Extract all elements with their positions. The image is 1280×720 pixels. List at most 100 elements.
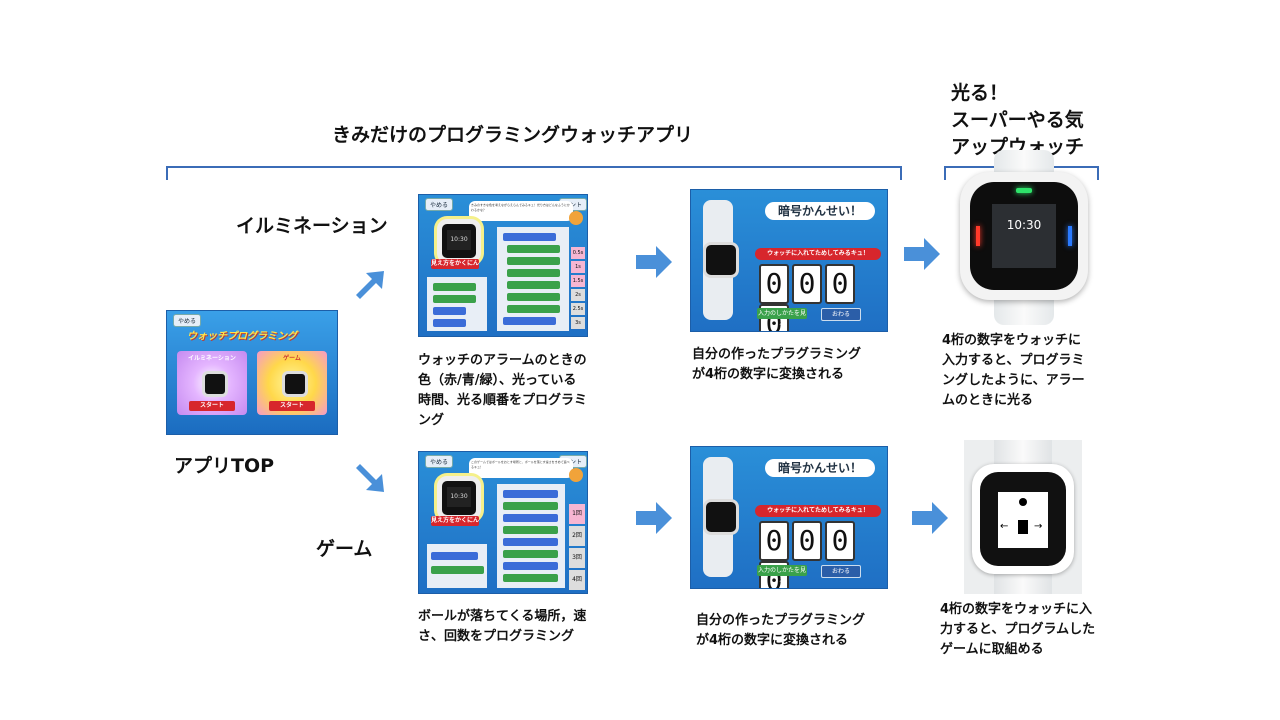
block-palette xyxy=(427,544,487,588)
caption-line: ウォッチのアラームのときの xyxy=(418,353,587,368)
code-how-button[interactable]: 入力のしかたを見る xyxy=(757,308,807,328)
label-illumination: イルミネーション xyxy=(236,215,388,237)
caption-line: 入力すると、プログラミ xyxy=(942,353,1085,368)
caption-line: ムのときに光る xyxy=(942,393,1034,408)
caption-line: 色（赤/青/緑）、光っている xyxy=(418,373,577,388)
code-quit-button[interactable]: おわる xyxy=(821,565,861,578)
count-option[interactable]: 1回 xyxy=(569,504,585,524)
top-illum-start-button[interactable]: スタート xyxy=(189,401,235,411)
caption-line: 力すると、プログラムした xyxy=(940,622,1096,637)
watch-case: ← → xyxy=(972,464,1074,574)
app-top-screenshot: やめる ウォッチプログラミング イルミネーション スタート ゲーム スタート xyxy=(166,310,338,435)
game-speech-bubble: このゲームではボールをおとす場所と、ボールを落とす速さをきめて遊べるキュ！ xyxy=(469,458,573,478)
label-app-top: アプリTOP xyxy=(174,455,275,477)
block-palette xyxy=(427,277,487,331)
game-editor-quit[interactable]: やめる xyxy=(425,455,454,468)
main-title: きみだけのプログラミングウォッチアプリ xyxy=(332,124,694,146)
program-block[interactable] xyxy=(507,245,560,253)
game-editor-watch: 10:30 xyxy=(437,476,481,520)
count-option[interactable]: 2回 xyxy=(569,526,585,546)
watch-brace-right xyxy=(1097,166,1099,180)
watch-time: 10:30 xyxy=(992,204,1056,268)
top-quit-button[interactable]: やめる xyxy=(173,314,202,327)
code-digit: 0 xyxy=(759,264,789,304)
palette-block[interactable] xyxy=(431,552,478,560)
program-block[interactable] xyxy=(503,317,556,325)
top-game-card[interactable]: ゲーム スタート xyxy=(257,351,327,415)
caption-illum-program: ウォッチのアラームのときの 色（赤/青/緑）、光っている 時間、光る順番をプログ… xyxy=(418,351,587,431)
watch-title: 光る！ スーパーやる気 アップウォッチ xyxy=(951,80,1084,161)
top-game-start-button[interactable]: スタート xyxy=(269,401,315,411)
mascot-icon xyxy=(569,468,583,482)
code-header: 暗号かんせい！ xyxy=(765,202,875,220)
illum-view-button[interactable]: 見え方をかくにん xyxy=(431,259,480,269)
program-block[interactable] xyxy=(503,233,556,241)
program-block[interactable] xyxy=(503,490,558,498)
palette-block[interactable] xyxy=(431,566,484,574)
caption-game-result: 4桁の数字をウォッチに入 力すると、プログラムした ゲームに取組める xyxy=(940,600,1095,660)
program-block[interactable] xyxy=(503,526,558,534)
app-brace-left xyxy=(166,166,168,180)
arrow-right xyxy=(904,238,940,270)
program-block[interactable] xyxy=(507,281,560,289)
time-option[interactable]: 3s xyxy=(571,317,585,329)
caption-game-convert: 自分の作ったプラグラミング が4桁の数字に変換される xyxy=(696,611,865,651)
program-block[interactable] xyxy=(503,550,558,558)
time-option[interactable]: 0.5s xyxy=(571,247,585,259)
program-block[interactable] xyxy=(503,574,558,582)
palette-block[interactable] xyxy=(433,295,476,303)
game-editor-screenshot: やめる ヒント このゲームではボールをおとす場所と、ボールを落とす速さをきめて遊… xyxy=(418,451,588,594)
watch-title-line2: スーパーやる気 xyxy=(951,109,1084,131)
top-illum-label: イルミネーション xyxy=(188,355,236,362)
palette-block[interactable] xyxy=(433,319,466,327)
program-area xyxy=(497,484,565,588)
time-option[interactable]: 2s xyxy=(571,289,585,301)
time-option[interactable]: 1s xyxy=(571,261,585,273)
caption-illum-convert: 自分の作ったプラグラミング が4桁の数字に変換される xyxy=(692,345,861,385)
time-column: 0.5s 1s 1.5s 2s 2.5s 3s xyxy=(571,247,585,329)
red-light-icon xyxy=(976,226,980,246)
program-block[interactable] xyxy=(503,502,558,510)
time-option[interactable]: 1.5s xyxy=(571,275,585,287)
code-how-button[interactable]: 入力のしかたを見る xyxy=(757,565,807,585)
game-editor-watch-time: 10:30 xyxy=(447,487,471,507)
program-block[interactable] xyxy=(503,562,558,570)
program-block[interactable] xyxy=(507,293,560,301)
blue-light-icon xyxy=(1068,226,1072,246)
time-option[interactable]: 2.5s xyxy=(571,303,585,315)
palette-block[interactable] xyxy=(433,283,476,291)
program-block[interactable] xyxy=(503,538,558,546)
count-option[interactable]: 4回 xyxy=(569,570,585,590)
arrow-right xyxy=(636,502,672,534)
program-block[interactable] xyxy=(507,305,560,313)
code-digit: 0 xyxy=(825,264,855,304)
code-quit-button[interactable]: おわる xyxy=(821,308,861,321)
palette-block[interactable] xyxy=(433,307,466,315)
app-brace-right xyxy=(900,166,902,180)
top-illum-watch xyxy=(202,371,228,397)
code-sub: ウォッチに入れてためしてみるキュ！ xyxy=(755,505,881,517)
caption-line: 時間、光る順番をプログラミ xyxy=(418,393,588,408)
top-illum-card[interactable]: イルミネーション スタート xyxy=(177,351,247,415)
code-header: 暗号かんせい！ xyxy=(765,459,875,477)
watch-case: 10:30 xyxy=(960,172,1088,300)
program-block[interactable] xyxy=(507,269,560,277)
program-block[interactable] xyxy=(507,257,560,265)
game-view-button[interactable]: 見え方をかくにん xyxy=(431,516,480,526)
illum-editor-screenshot: やめる ヒント きみのすきな色を考えながらえらんでみるキュ！光り方はどんなふうに… xyxy=(418,194,588,337)
caption-game-program: ボールが落ちてくる場所，速 さ、回数をプログラミング xyxy=(418,607,586,647)
illum-speech-bubble: きみのすきな色を考えながらえらんでみるキュ！光り方はどんなふうにかわるかな？ xyxy=(469,201,573,221)
watch-brace-left xyxy=(944,166,946,180)
program-block[interactable] xyxy=(503,514,558,522)
illum-editor-quit[interactable]: やめる xyxy=(425,198,454,211)
code-digit: 0 xyxy=(792,521,822,561)
count-option[interactable]: 3回 xyxy=(569,548,585,568)
caption-line: さ、回数をプログラミング xyxy=(418,629,575,644)
watch-face: ← → xyxy=(980,472,1066,566)
arrow-up-right xyxy=(356,271,384,299)
label-game: ゲーム xyxy=(316,538,373,560)
top-logo: ウォッチプログラミング xyxy=(187,331,297,342)
code-digit: 0 xyxy=(759,521,789,561)
mascot-icon xyxy=(569,211,583,225)
ball-icon xyxy=(1019,498,1027,506)
